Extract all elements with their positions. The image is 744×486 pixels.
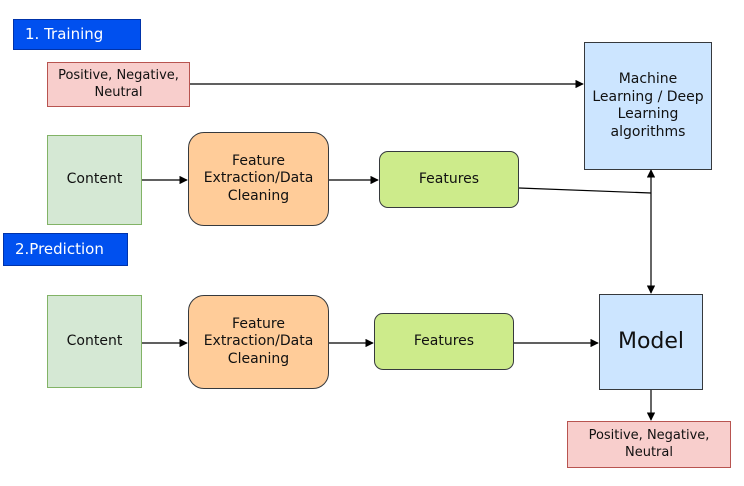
- prediction-section-label: 2.Prediction: [15, 240, 104, 259]
- training-extraction-box: Feature Extraction/Data Cleaning: [188, 132, 329, 226]
- training-extraction-label: Feature Extraction/Data Cleaning: [203, 152, 314, 204]
- training-section-header: 1. Training: [13, 19, 141, 50]
- prediction-features-box: Features: [374, 313, 514, 370]
- prediction-output-label: Positive, Negative, Neutral: [588, 428, 710, 460]
- training-features-label: Features: [418, 170, 480, 187]
- prediction-content-label: Content: [66, 332, 123, 349]
- prediction-extraction-label: Feature Extraction/Data Cleaning: [203, 315, 314, 367]
- training-sentiment-label: Positive, Negative, Neutral: [58, 68, 179, 100]
- model-box: Model: [599, 294, 703, 390]
- training-features-box: Features: [379, 151, 519, 208]
- training-sentiment-box: Positive, Negative, Neutral: [47, 62, 190, 107]
- prediction-content-box: Content: [47, 295, 142, 388]
- training-section-label: 1. Training: [25, 25, 104, 44]
- prediction-section-header: 2.Prediction: [3, 233, 128, 266]
- prediction-features-label: Features: [413, 332, 475, 349]
- training-content-label: Content: [66, 171, 123, 188]
- algorithms-box: Machine Learning / Deep Learning algorit…: [584, 42, 712, 170]
- line-training-features-to-junction: [518, 187, 652, 194]
- prediction-output-box: Positive, Negative, Neutral: [567, 421, 731, 468]
- prediction-extraction-box: Feature Extraction/Data Cleaning: [188, 295, 329, 389]
- model-label: Model: [617, 329, 685, 355]
- algorithms-label: Machine Learning / Deep Learning algorit…: [592, 71, 704, 140]
- training-content-box: Content: [47, 135, 142, 225]
